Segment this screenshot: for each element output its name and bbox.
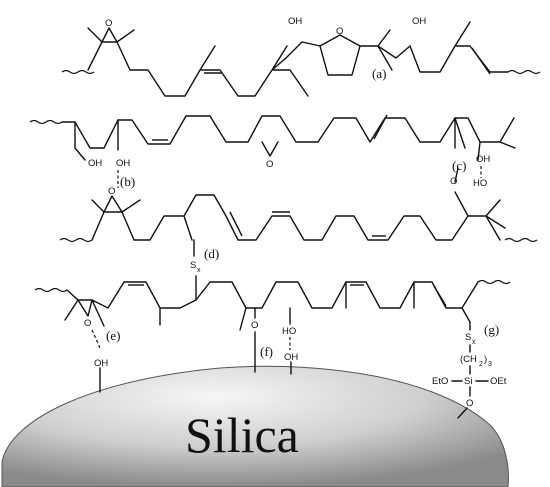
chain-3-wave-right: [504, 237, 538, 243]
chain-1-epoxide-ring: [101, 27, 118, 43]
chain-4-o-links: [254, 307, 291, 325]
chain-4-wave-right: [477, 279, 511, 285]
silane-oet: OEt: [490, 376, 507, 387]
chain-3-double-bond-1: [229, 211, 243, 237]
silica-oh-f: OH: [284, 352, 298, 363]
chain-2-epoxide-ring: [261, 141, 279, 157]
hbond-e: [91, 329, 101, 349]
silane-bond-5: [457, 407, 468, 419]
chain-2-oh-1: OH: [88, 158, 102, 169]
chain-1-wave-right: [507, 69, 541, 75]
chain-3-backbone: [91, 191, 506, 241]
label-f: (f): [260, 344, 273, 359]
silica-label: Silica: [185, 407, 299, 463]
chain-2-oh-bonds: [74, 119, 119, 161]
chain-3-epoxide-ring: [103, 195, 123, 213]
silica-oh-e: OH: [94, 358, 108, 369]
label-e: (e): [106, 328, 120, 343]
sx-crosslink-s: S: [190, 260, 196, 271]
chain-4-wave-left: [34, 287, 68, 293]
silane-ch2-sub: 2: [479, 361, 483, 368]
chain-3-ho: HO: [473, 178, 487, 189]
chain-3-ether-bond: [454, 167, 459, 183]
chain-3-epoxide-o: O: [108, 186, 115, 197]
chain-1: O OH O OH (a): [61, 16, 541, 97]
chain-4-backbone: [64, 281, 479, 331]
chain-2: OH OH O OH (c): [29, 114, 516, 173]
silane-ch2: (CH: [460, 354, 477, 365]
label-a: (a): [372, 66, 386, 81]
label-b: (b): [120, 174, 135, 189]
chain-1-double-bond-2: [471, 47, 491, 75]
chain-1-wave-left: [61, 69, 95, 75]
silica-particle: [1, 365, 509, 487]
chain-3: O O HO: [59, 167, 538, 243]
silane-si: Si: [464, 376, 472, 387]
sx-crosslink-sub: x: [197, 267, 201, 274]
silane-ch2-n: 3: [488, 361, 492, 368]
chain-4-epoxide-ring: [77, 299, 93, 317]
silane-eto: EtO: [432, 376, 448, 387]
silane-coupling-agent: S x (g) (CH 2 ) 3 Si EtO OEt O: [432, 321, 507, 419]
label-d: (d): [204, 246, 219, 261]
silane-ch2-close: ): [484, 354, 487, 365]
chain-3-ether-o: O: [450, 176, 457, 187]
chain-2-backbone: [61, 115, 516, 149]
chain-1-ring-o: O: [336, 26, 343, 37]
chain-3-wave-left: [59, 237, 93, 243]
chain-2-branch: [454, 117, 481, 161]
chain-2-oh-3: OH: [476, 154, 490, 165]
chain-4-ho: HO: [282, 326, 296, 337]
silane-o: O: [466, 398, 473, 409]
label-g: (g): [484, 322, 499, 337]
sx-crosslink-bonds: [193, 239, 197, 301]
chain-4-epoxide-o: O: [84, 318, 91, 329]
chain-2-double-bond-2: [373, 114, 388, 140]
silane-s-sub: x: [472, 339, 476, 346]
chain-2-epoxide-o: O: [266, 159, 273, 170]
chain-1-oh-1: OH: [288, 16, 302, 27]
chain-1-oh-2: OH: [412, 16, 426, 27]
chain-1-epoxide-o: O: [105, 18, 112, 29]
label-c: (c): [452, 158, 466, 173]
chain-2-oh-2: OH: [116, 158, 130, 169]
chain-4-double-bond-3: [433, 285, 447, 307]
silane-s: S: [465, 332, 471, 343]
chain-2-wave-left: [29, 119, 63, 125]
chain-1-backbone: [87, 21, 509, 97]
chain-4: O O HO: [34, 279, 511, 337]
chain-4-o-f: O: [251, 320, 258, 331]
